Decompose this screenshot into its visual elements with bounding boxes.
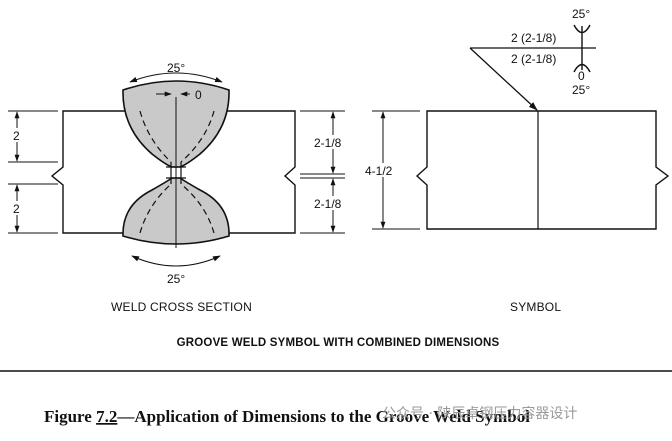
left-extension-lines: [8, 110, 58, 234]
sym-arrow-side-size: 2 (2-1/8): [511, 31, 556, 45]
cs-right-dim-bottom: 2-1/8: [314, 197, 342, 211]
cs-right-dim-top: 2-1/8: [314, 136, 342, 150]
arrow-leader: [469, 47, 538, 111]
bottom-angle-arc: [131, 255, 221, 267]
caption-number: 7.2: [96, 407, 117, 426]
right-extension-lines: [300, 110, 345, 234]
sym-thickness: 4-1/2: [365, 164, 393, 178]
cs-left-dim-bottom: 2: [13, 202, 20, 216]
symbol-extension-lines: [372, 110, 420, 230]
sym-bottom-angle: 25°: [572, 83, 590, 97]
figure-caption: Figure 7.2—Application of Dimensions to …: [44, 407, 530, 426]
cs-label: WELD CROSS SECTION: [111, 300, 252, 314]
cs-bottom-angle: 25°: [167, 272, 185, 286]
cs-top-angle: 25°: [167, 61, 185, 75]
sym-root-opening: 0: [578, 69, 585, 83]
watermark: 公众号 · 陕辰卓钢压力容器设计: [382, 405, 577, 422]
weld-symbol: [372, 24, 670, 230]
caption-text: —Application of Dimensions to the Groove…: [116, 407, 530, 426]
plate-outline: [50, 110, 296, 234]
weld-cross-section: [8, 72, 345, 267]
caption-prefix: Figure: [44, 407, 96, 426]
symbol-plate-outline: [415, 110, 670, 230]
figure-title: GROOVE WELD SYMBOL WITH COMBINED DIMENSI…: [177, 337, 500, 349]
cs-left-dim-top: 2: [13, 129, 20, 143]
root-face: [166, 162, 186, 184]
sym-label: SYMBOL: [510, 300, 561, 314]
sym-other-side-size: 2 (2-1/8): [511, 52, 556, 66]
top-angle-arc: [129, 72, 223, 83]
symbol-top-groove: [573, 24, 591, 34]
sym-top-angle: 25°: [572, 7, 590, 21]
cs-root-opening: 0: [195, 88, 202, 102]
symbol-bottom-groove: [573, 63, 591, 73]
